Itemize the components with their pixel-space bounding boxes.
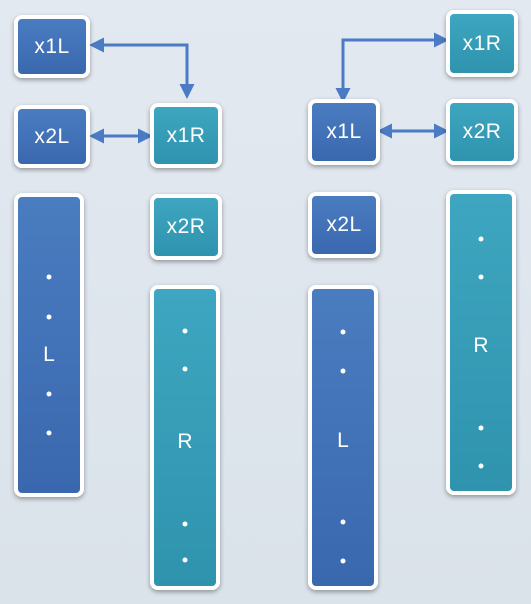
dot: [46, 274, 52, 280]
right-R-column-letter: R: [473, 334, 489, 357]
left-x2L-label: x2L: [34, 124, 70, 148]
dot: [182, 557, 188, 563]
right-L-column: L: [308, 285, 378, 590]
right-x1R-box: x1R: [446, 10, 518, 77]
right-L-column-letter: L: [337, 429, 349, 452]
right-x1L-label: x1L: [326, 120, 362, 143]
left-x2R-box: x2R: [150, 194, 222, 260]
dot: [340, 558, 346, 564]
left-x1L-box: x1L: [14, 15, 90, 78]
dot: [182, 328, 188, 334]
left-R-column-letter: R: [177, 430, 193, 453]
dot: [478, 236, 484, 242]
right-x2L-box: x2L: [308, 192, 380, 258]
left-R-column: R: [150, 285, 220, 590]
dot: [478, 425, 484, 431]
right-x2L-label: x2L: [326, 213, 362, 236]
dot: [46, 391, 52, 397]
dot: [340, 329, 346, 335]
right-x2R-label: x2R: [462, 120, 502, 143]
left-x1L-label: x1L: [34, 34, 70, 58]
arrow-x1L-to-x1R-right: [335, 32, 449, 103]
right-x1L-box: x1L: [308, 99, 380, 165]
dot: [478, 463, 484, 469]
left-x2L-box: x2L: [14, 105, 90, 168]
right-x2R-box: x2R: [446, 99, 518, 165]
left-x2R-label: x2R: [166, 215, 206, 238]
dot: [46, 430, 52, 436]
right-R-column: R: [446, 190, 516, 495]
left-L-column: L: [14, 193, 84, 497]
dot: [340, 519, 346, 525]
left-x1R-box: x1R: [150, 103, 222, 168]
left-L-column-letter: L: [43, 343, 55, 366]
left-x1R-label: x1R: [166, 123, 206, 147]
dot: [182, 366, 188, 372]
dot: [182, 521, 188, 527]
dot: [478, 274, 484, 280]
arrow-x1L-to-x1R-left: [89, 37, 195, 99]
dot: [46, 314, 52, 320]
right-x1R-label: x1R: [462, 31, 502, 55]
dot: [340, 368, 346, 374]
